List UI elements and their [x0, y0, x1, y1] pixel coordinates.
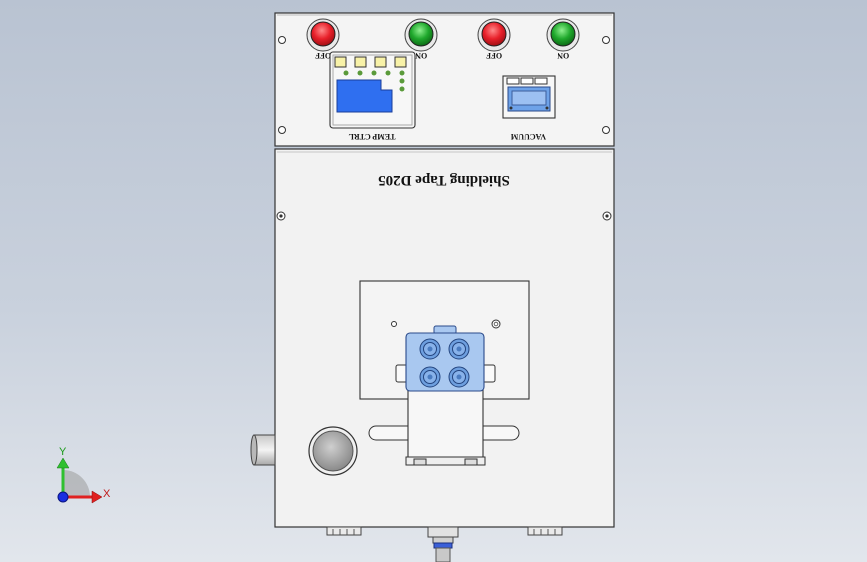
vacuum-off-button[interactable] [477, 18, 511, 52]
panel-screw [278, 126, 286, 134]
suction-head [405, 325, 485, 392]
button-label-off-2: OFF [486, 51, 502, 60]
vacuum-on-button[interactable] [546, 18, 580, 52]
machine-title: Shielding Tape D205 [378, 172, 510, 188]
indicator-led [399, 86, 405, 92]
suction-cup [419, 338, 441, 360]
vacuum-gauge [502, 75, 556, 119]
vacuum-label: VACUUM [510, 132, 546, 141]
panel-screw [602, 126, 610, 134]
bottom-foot-right [527, 526, 563, 536]
y-axis-label: Y [59, 446, 67, 458]
control-panel: OFF ON OFF ON TEMP CTRL [274, 12, 615, 147]
indicator-led [357, 70, 363, 76]
button-label-off-1: OFF [315, 51, 331, 60]
suction-cup [448, 338, 470, 360]
panel-screw [278, 36, 286, 44]
temp-display [336, 79, 393, 113]
z-axis-dot [57, 491, 69, 503]
temp-key[interactable] [394, 56, 407, 68]
button-label-on-1: ON [415, 51, 427, 60]
heater-on-button[interactable] [404, 18, 438, 52]
temp-ctrl-label: TEMP CTRL [349, 132, 396, 141]
air-fitting [427, 526, 459, 562]
adjust-knob[interactable] [308, 426, 358, 476]
temp-key[interactable] [374, 56, 387, 68]
coordinate-triad: Y X [56, 446, 111, 504]
temp-key[interactable] [354, 56, 367, 68]
temp-controller [329, 51, 416, 129]
heater-off-button[interactable] [306, 18, 340, 52]
x-axis-label: X [103, 488, 111, 500]
indicator-led [371, 70, 377, 76]
indicator-led [399, 78, 405, 84]
machine-body: Shielding Tape D205 [274, 148, 615, 528]
temp-key[interactable] [334, 56, 347, 68]
cylinder-block [407, 386, 484, 460]
button-label-on-2: ON [557, 51, 569, 60]
indicator-led [343, 70, 349, 76]
indicator-led [399, 70, 405, 76]
indicator-led [385, 70, 391, 76]
side-pipe [250, 434, 276, 466]
suction-cup [448, 366, 470, 388]
plate-hole [391, 321, 397, 327]
bottom-foot-left [326, 526, 362, 536]
suction-cup [419, 366, 441, 388]
panel-screw [602, 36, 610, 44]
